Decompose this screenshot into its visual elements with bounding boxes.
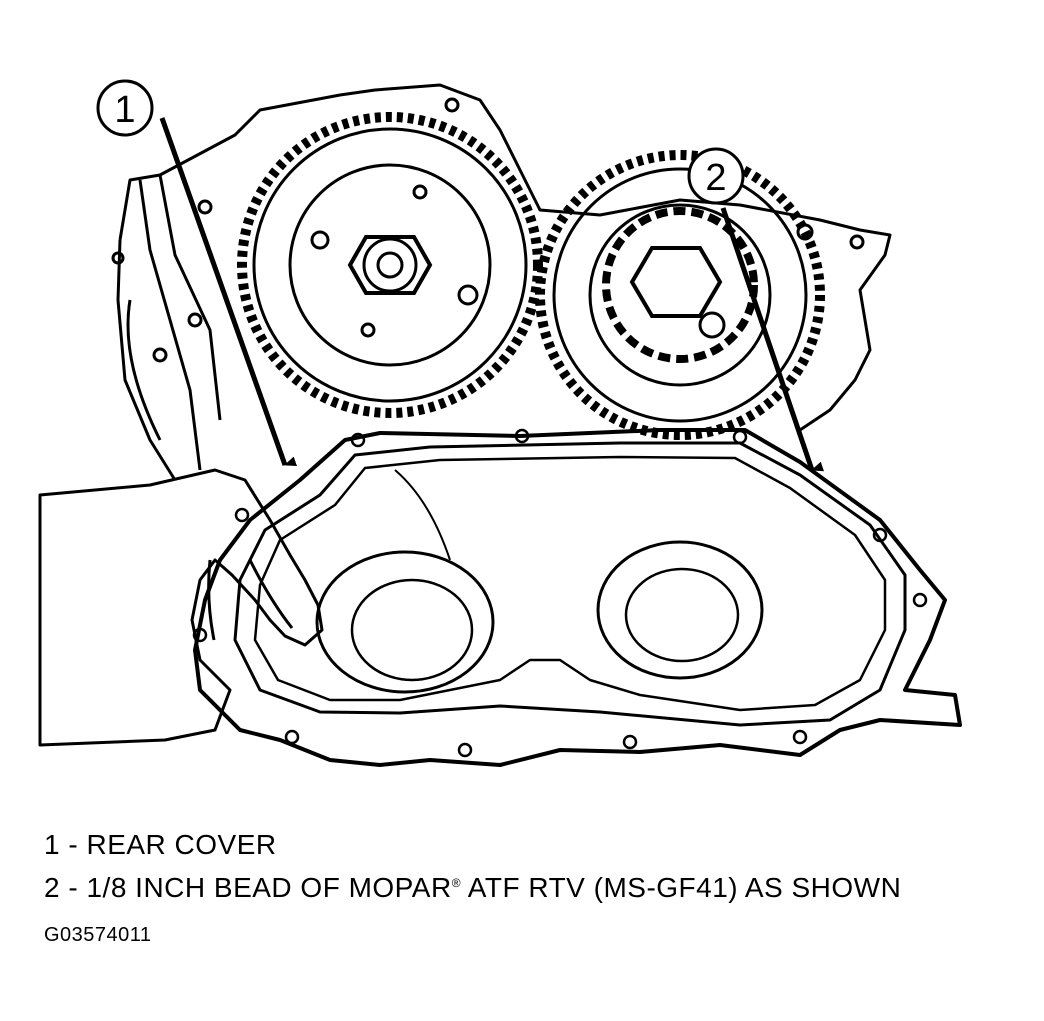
callout-1-number: 1 <box>114 89 135 131</box>
left-gear <box>237 112 543 418</box>
legend-item-2: 2 - 1/8 INCH BEAD OF MOPAR® ATF RTV (MS-… <box>44 864 901 907</box>
hand-illustration <box>38 468 324 747</box>
callout-2-arrow <box>720 207 825 472</box>
legend: 1 - REAR COVER 2 - 1/8 INCH BEAD OF MOPA… <box>44 826 901 907</box>
figure-id: G03574011 <box>44 924 152 946</box>
callout-2: 2 <box>687 147 825 472</box>
legend-item-1: 1 - REAR COVER <box>44 826 901 864</box>
legend-item-2-prefix: 2 - <box>44 872 87 903</box>
registered-mark: ® <box>451 876 462 890</box>
transfer-case-housing <box>111 83 892 481</box>
rear-cover <box>192 428 962 767</box>
legend-item-1-prefix: 1 - <box>44 829 87 860</box>
callout-1-circle <box>96 79 154 137</box>
legend-item-2-label: 1/8 INCH BEAD OF MOPAR <box>86 872 452 903</box>
callout-2-number: 2 <box>705 157 726 199</box>
callout-1-arrow <box>159 117 298 467</box>
legend-item-2-label-after: ATF RTV (MS-GF41) AS SHOWN <box>467 872 902 903</box>
callout-1: 1 <box>96 79 298 467</box>
right-gear <box>535 150 825 440</box>
rear-cover-illustration: 1 2 <box>38 79 962 767</box>
legend-item-1-label: REAR COVER <box>86 829 277 860</box>
callout-2-circle <box>687 147 745 205</box>
